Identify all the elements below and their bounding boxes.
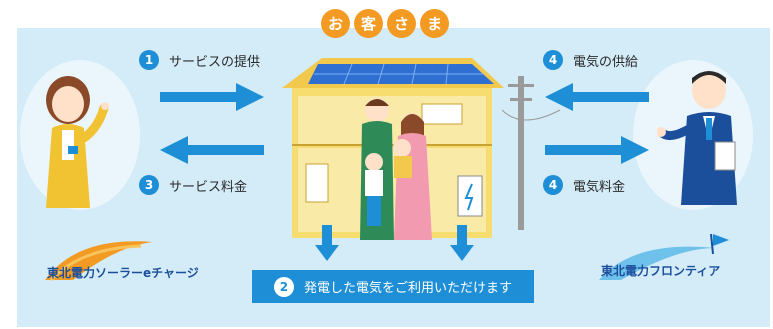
wave-flag-icon: [599, 233, 729, 280]
arrow-down-icon: [450, 225, 474, 261]
logo-text: 東北電力フロンティア: [601, 264, 721, 278]
customer-char: さ: [387, 9, 416, 38]
solar-echarge-logo: 東北電力ソーラーeチャージ: [37, 234, 199, 288]
step-number: 2: [273, 276, 294, 297]
customer-char: 客: [354, 9, 383, 38]
flow-service-provision: 1 サービスの提供: [139, 50, 260, 70]
sun-swoosh-icon: [45, 241, 153, 282]
step-number: 1: [139, 50, 159, 70]
flow-electricity-fee: 4 電気料金: [543, 175, 625, 195]
flow-label: サービスの提供: [169, 54, 261, 70]
utility-pole-illustration: [502, 76, 561, 230]
arrow-right-icon: [160, 83, 264, 111]
arrow-down-icon: [315, 225, 339, 261]
logo-text: 東北電力ソーラーeチャージ: [47, 266, 199, 280]
step-number: 3: [139, 175, 159, 195]
flow-service-fee: 3 サービス料金: [139, 175, 247, 195]
customer-char: お: [321, 9, 350, 38]
customer-char: ま: [420, 9, 449, 38]
house-with-family-illustration: [282, 58, 504, 240]
flow-label: 電気の供給: [573, 54, 639, 70]
step-number: 4: [543, 175, 563, 195]
customer-header: お 客 さ ま: [321, 9, 449, 41]
arrow-left-icon: [545, 83, 649, 111]
banner-label: 発電した電気をご利用いただけます: [303, 281, 512, 296]
flow-label: サービス料金: [169, 179, 248, 195]
self-consumption-banner: 2 発電した電気をご利用いただけます: [252, 270, 534, 303]
frontier-logo: 東北電力フロンティア: [593, 228, 743, 288]
electricity-staff-man-illustration: [657, 71, 737, 205]
flow-label: 電気料金: [573, 179, 626, 195]
arrow-right-icon: [545, 136, 649, 164]
step-number: 4: [543, 50, 563, 70]
service-provider-woman-illustration: [46, 76, 109, 208]
arrow-left-icon: [160, 136, 264, 164]
flow-electricity-supply: 4 電気の供給: [543, 50, 638, 70]
